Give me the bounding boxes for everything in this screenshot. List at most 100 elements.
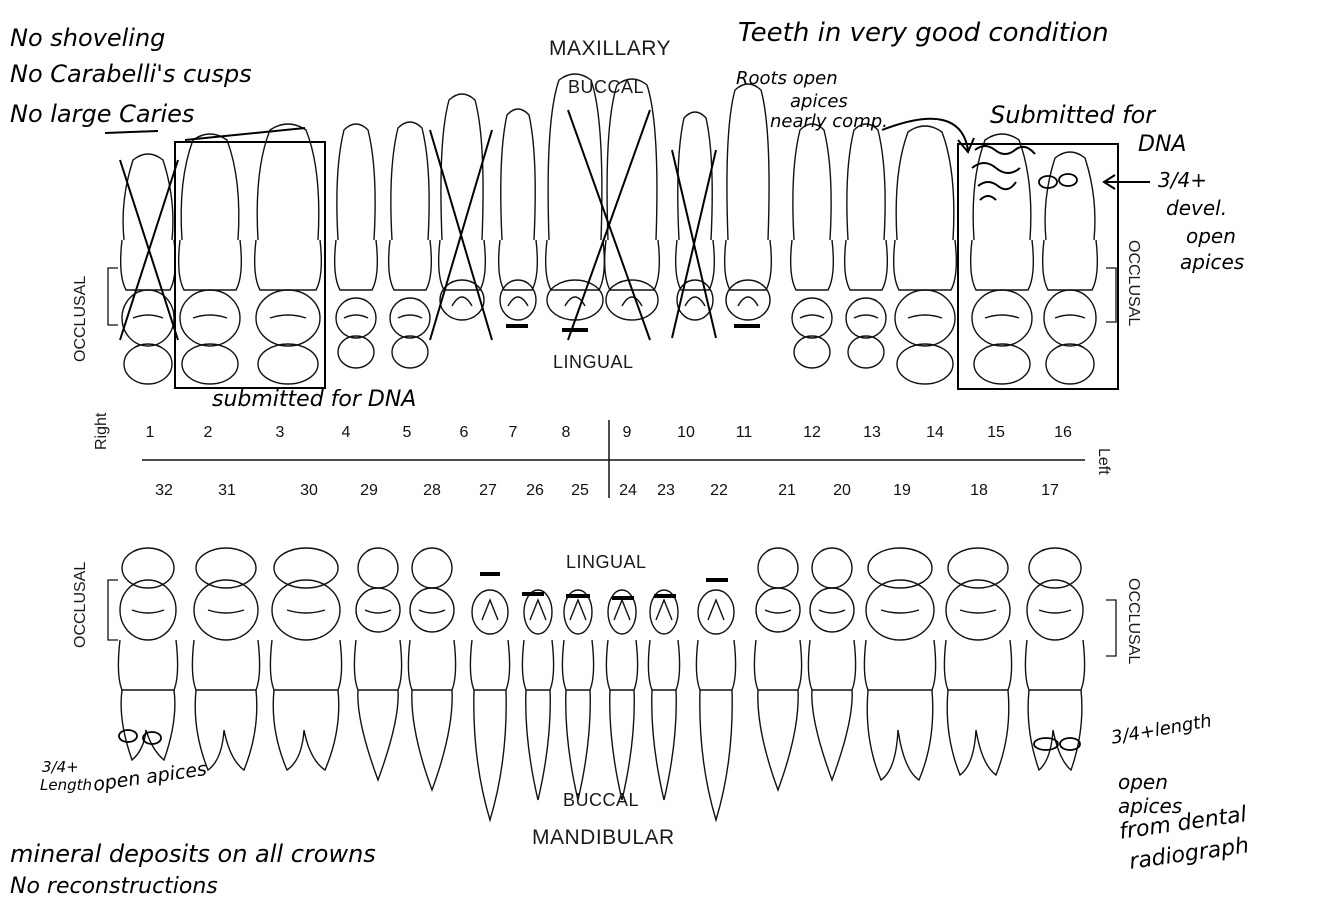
note-devel-fraction: 3/4+ xyxy=(1158,170,1207,190)
lower-tooth xyxy=(470,590,509,820)
tooth-number: 18 xyxy=(964,482,994,500)
lower-tooth xyxy=(606,590,637,800)
lower-tooth xyxy=(1025,548,1084,770)
tooth-number: 26 xyxy=(520,482,550,500)
maxillary-teeth xyxy=(121,74,1098,384)
tooth-number: 13 xyxy=(857,424,887,442)
note-lower-left-length: Length xyxy=(40,778,92,793)
tooth-number: 31 xyxy=(212,482,242,500)
upper-tooth xyxy=(791,124,834,368)
note-lower-left-fraction: 3/4+ xyxy=(42,760,79,775)
tooth-number: 16 xyxy=(1048,424,1078,442)
occlusal-bracket-lower-right xyxy=(1106,600,1116,656)
apex-oval xyxy=(143,732,161,744)
occlusal-label-upper-left: OCCLUSAL xyxy=(72,276,90,362)
lower-tooth xyxy=(944,548,1011,775)
occlusal-bracket-upper-left xyxy=(108,268,118,325)
upper-tooth xyxy=(499,109,538,320)
dna-box-left-top-stroke xyxy=(185,128,305,140)
dna-box-left xyxy=(175,142,325,388)
upper-tooth xyxy=(179,134,242,384)
note-teeth-condition: Teeth in very good condition xyxy=(738,20,1109,46)
tooth-number: 27 xyxy=(473,482,503,500)
lower-tooth xyxy=(354,548,401,780)
apex-oval xyxy=(119,730,137,742)
note-lower-right-open: open xyxy=(1118,772,1168,792)
note-roots-open: Roots open xyxy=(736,70,838,88)
tooth-number: 20 xyxy=(827,482,857,500)
mandibular-label: MANDIBULAR xyxy=(532,826,675,850)
upper-tooth xyxy=(389,122,432,368)
devel-arrow xyxy=(1104,175,1150,189)
lower-tooth xyxy=(192,548,259,770)
tooth-number: 25 xyxy=(565,482,595,500)
tooth-number: 5 xyxy=(392,424,422,442)
occlusal-label-lower-left: OCCLUSAL xyxy=(72,562,90,648)
occlusal-label-lower-right: OCCLUSAL xyxy=(1124,578,1142,664)
lower-tooth xyxy=(522,590,553,800)
roots-arrow xyxy=(882,119,968,150)
tooth-number: 7 xyxy=(498,424,528,442)
upper-tooth xyxy=(725,84,772,320)
upper-tooth xyxy=(845,124,888,368)
tooth-number: 1 xyxy=(135,424,165,442)
note-mineral-deposits: mineral deposits on all crowns xyxy=(10,842,376,866)
tooth-number: 4 xyxy=(331,424,361,442)
note-roots-apices: apices xyxy=(790,93,848,111)
note-no-reconstructions: No reconstructions xyxy=(10,876,218,898)
lower-tooth xyxy=(562,590,593,800)
right-label: Right xyxy=(93,413,111,450)
tooth-number: 23 xyxy=(651,482,681,500)
upper-tooth xyxy=(605,79,660,320)
tooth-number: 3 xyxy=(265,424,295,442)
tooth-number: 15 xyxy=(981,424,1011,442)
dna-box-right xyxy=(958,144,1118,389)
large-underline xyxy=(105,131,158,133)
lower-tooth xyxy=(648,590,679,800)
lower-tooth xyxy=(864,548,935,780)
tooth-number: 30 xyxy=(294,482,324,500)
note-devel-open: open xyxy=(1186,226,1236,246)
tooth-number: 17 xyxy=(1035,482,1065,500)
lower-tooth xyxy=(118,548,177,760)
occlusal-label-upper-right: OCCLUSAL xyxy=(1124,240,1142,326)
buccal-top-label: BUCCAL xyxy=(568,77,644,98)
tooth-number: 14 xyxy=(920,424,950,442)
note-devel-apices: apices xyxy=(1180,252,1244,272)
lower-tooth xyxy=(808,548,855,780)
lingual-top-label: LINGUAL xyxy=(553,352,634,373)
occlusal-bracket-lower-left xyxy=(108,580,118,640)
tooth-number: 2 xyxy=(193,424,223,442)
upper-tooth xyxy=(335,124,378,368)
tooth-number: 11 xyxy=(729,424,759,442)
tooth-number: 8 xyxy=(551,424,581,442)
lower-tooth xyxy=(270,548,341,770)
lower-tooth xyxy=(754,548,801,790)
apex-oval xyxy=(1034,738,1058,750)
upper-tooth xyxy=(255,124,322,384)
note-no-carabelli: No Carabelli's cusps xyxy=(10,62,252,86)
left-label: Left xyxy=(1094,448,1112,475)
tooth-number: 21 xyxy=(772,482,802,500)
buccal-bottom-label: BUCCAL xyxy=(563,790,639,811)
lower-tooth xyxy=(696,590,735,820)
note-submitted-top: Submitted for xyxy=(990,103,1155,127)
upper-tooth xyxy=(894,126,957,384)
apex-oval xyxy=(1060,738,1080,750)
note-no-large-caries: No large Caries xyxy=(10,102,194,126)
tooth-number: 12 xyxy=(797,424,827,442)
maxillary-label: MAXILLARY xyxy=(549,37,671,61)
note-no-shoveling: No shoveling xyxy=(10,26,165,50)
lingual-bottom-label: LINGUAL xyxy=(566,552,647,573)
upper-tooth xyxy=(546,74,605,320)
note-submitted-mid: submitted for DNA xyxy=(212,389,416,411)
root-scribble xyxy=(972,146,1035,200)
note-submitted-top-dna: DNA xyxy=(1138,134,1186,156)
tooth-number: 6 xyxy=(449,424,479,442)
upper-tooth xyxy=(676,112,715,320)
occlusal-bracket-upper-right xyxy=(1106,268,1116,322)
note-roots-nearly: nearly comp. xyxy=(770,113,888,131)
tooth-number: 28 xyxy=(417,482,447,500)
mandibular-teeth xyxy=(118,548,1084,820)
